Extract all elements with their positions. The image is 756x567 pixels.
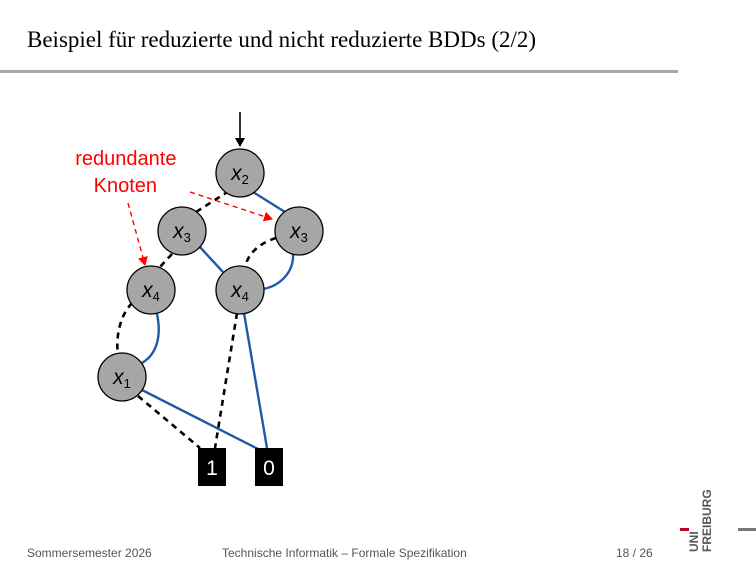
- svg-text:x4: x4: [230, 279, 249, 304]
- edge-x4-left-high: [139, 313, 160, 366]
- annotation-line-2: Knoten: [94, 175, 157, 197]
- edge-x4-right-low: [213, 312, 239, 449]
- uni-freiburg-logo: UNI FREIBURG: [680, 489, 756, 552]
- svg-text:FREIBURG: FREIBURG: [700, 489, 714, 552]
- edge-x4-left-low: [116, 302, 133, 357]
- svg-text:x2: x2: [230, 162, 249, 187]
- svg-text:UNI: UNI: [687, 531, 701, 552]
- terminal-0: 0: [255, 448, 283, 486]
- footer-course: Technische Informatik – Formale Spezifik…: [222, 546, 467, 560]
- bdd-edges: [116, 189, 295, 453]
- node-x4-left: x4: [126, 265, 176, 315]
- node-x1: x1: [97, 352, 147, 402]
- edge-x3-left-low: [158, 253, 173, 269]
- edge-x4-right-high: [242, 312, 269, 449]
- edge-x3-right-low: [244, 236, 277, 267]
- annotation-arrow-to-x4: [127, 202, 148, 266]
- edge-x3-left-high: [197, 244, 224, 273]
- footer-semester: Sommersemester 2026: [27, 546, 152, 560]
- bdd-terminals: 1 0: [198, 448, 283, 486]
- bdd-nodes: x2 x3 x3 x4 x4 x1: [97, 148, 324, 402]
- slide-title: Beispiel für reduzierte und nicht reduzi…: [27, 27, 537, 52]
- node-x3-left: x3: [157, 206, 207, 256]
- terminal-1: 1: [198, 448, 226, 486]
- node-x2: x2: [215, 148, 265, 198]
- footer-page-number: 18 / 26: [616, 546, 653, 560]
- svg-text:x3: x3: [172, 220, 191, 245]
- annotation-arrows: [127, 191, 273, 266]
- edge-x2-high: [252, 190, 286, 214]
- annotation-text: redundante Knoten: [75, 148, 182, 197]
- node-x4-right: x4: [215, 265, 265, 315]
- node-x3-right: x3: [274, 206, 324, 256]
- svg-text:0: 0: [263, 457, 275, 480]
- edge-x3-right-high: [262, 253, 295, 291]
- title-divider: [0, 70, 678, 73]
- svg-text:1: 1: [206, 457, 218, 480]
- edge-x1-high: [141, 388, 263, 453]
- svg-text:x3: x3: [289, 220, 308, 245]
- svg-text:x4: x4: [141, 279, 160, 304]
- svg-text:x1: x1: [112, 366, 131, 391]
- edge-x1-low: [137, 395, 201, 449]
- annotation-line-1: redundante: [75, 148, 176, 170]
- edge-x2-low: [195, 189, 230, 214]
